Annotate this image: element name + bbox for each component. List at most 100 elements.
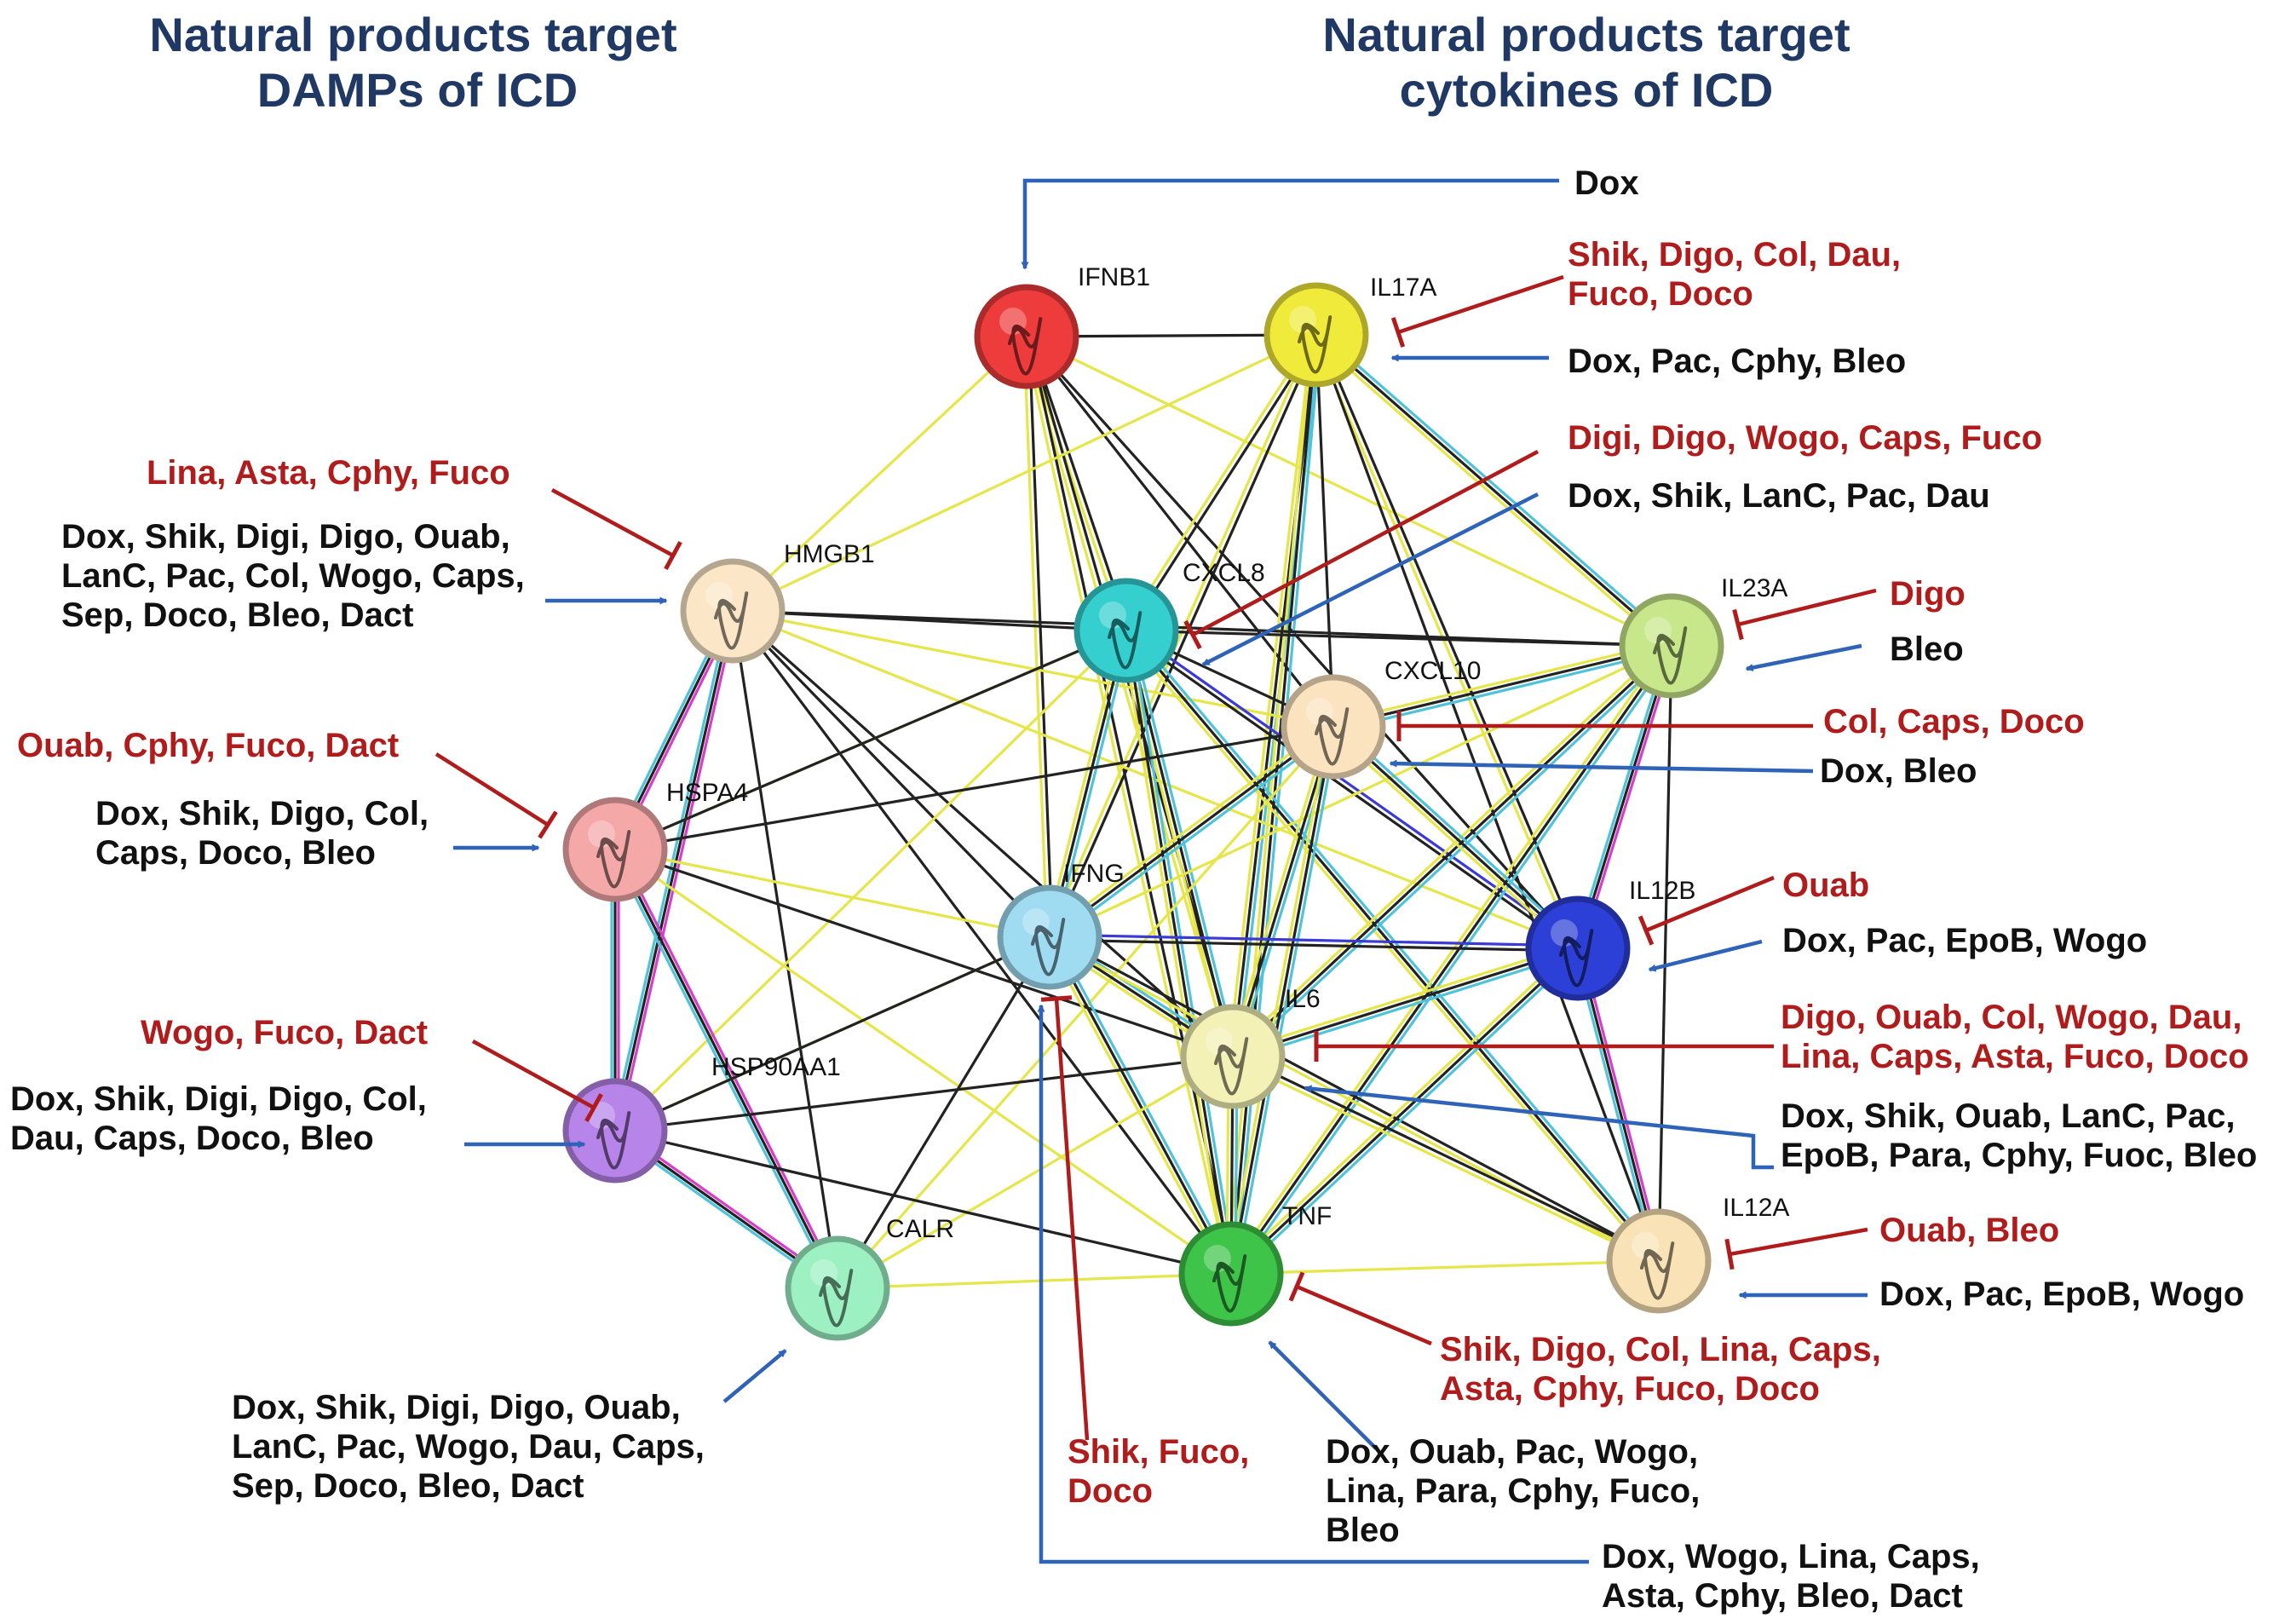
node-label-hspa4: HSPA4 (666, 779, 748, 807)
activator-list-line: Dau, Caps, Doco, Bleo (10, 1120, 374, 1157)
protein-structure-icon (596, 830, 631, 889)
hsp90aa1-inhibit-bar (471, 1039, 603, 1122)
node-label-hsp90aa1: HSP90AA1 (711, 1053, 841, 1081)
node-il12b[interactable]: IL12B (1525, 877, 1695, 1001)
cxcl10-inhibit-bar (1396, 711, 1813, 741)
node-circle-tnf[interactable] (1178, 1221, 1284, 1327)
edge-il17a-ifng (1045, 332, 1321, 940)
activator-list-line: Dox, Shik, Digi, Digo, Ouab, (232, 1389, 681, 1426)
node-circle-hmgb1[interactable] (680, 558, 786, 664)
tnf-activate-arrow (1268, 1340, 1378, 1450)
node-label-hmgb1: HMGB1 (784, 540, 875, 568)
inhibitor-list-line: Digi, Digo, Wogo, Caps, Fuco (1568, 419, 2042, 457)
protein-structure-icon (1008, 317, 1043, 376)
edge-cxcl8-ifng (1044, 628, 1132, 940)
node-cxcl8[interactable]: CXCL8 (1073, 559, 1265, 683)
il23a-inhibit-bar (1732, 588, 1877, 641)
drug-connectors (435, 178, 1877, 1564)
node-calr[interactable]: CALR (785, 1215, 954, 1341)
activator-list-line: Dox, Shik, LanC, Pac, Dau (1568, 477, 1990, 515)
edge-il17a-cxcl8 (1122, 331, 1321, 634)
edge-il12b-il12a (1573, 946, 1664, 1264)
node-il23a[interactable]: IL23A (1619, 574, 1787, 699)
node-label-il12b: IL12B (1629, 877, 1695, 905)
node-ifnb1[interactable]: IFNB1 (974, 263, 1150, 389)
drug-group-il6: Digo, Ouab, Col, Wogo, Dau,Lina, Caps, A… (1781, 999, 2257, 1174)
ifng-inhibit-bar (1040, 995, 1090, 1441)
inhibitor-list-line: Lina, Caps, Asta, Fuco, Doco (1781, 1038, 2249, 1075)
edge-hmgb1-ifng (731, 609, 1051, 939)
node-circle-il6[interactable] (1180, 1004, 1286, 1109)
node-tnf[interactable]: TNF (1178, 1202, 1332, 1327)
node-circle-ifng[interactable] (997, 884, 1102, 990)
node-label-cxcl10: CXCL10 (1384, 657, 1481, 685)
inhibitor-list-line: Asta, Cphy, Fuco, Doco (1440, 1370, 1820, 1408)
hspa4-inhibit-bar (435, 752, 558, 839)
edge-ifnb1-il12b (1025, 335, 1580, 950)
edge-il6-calr (836, 1055, 1235, 1290)
node-hsp90aa1[interactable]: HSP90AA1 (562, 1053, 841, 1183)
edge-ifng-calr (836, 936, 1051, 1290)
protein-structure-icon (1212, 1254, 1247, 1313)
node-circle-ifnb1[interactable] (974, 284, 1079, 389)
node-circle-il12b[interactable] (1525, 896, 1631, 1001)
edge-cxcl10-ifng (1045, 722, 1338, 942)
edge-hmgb1-calr (731, 609, 839, 1290)
activator-list-line: Dox, Shik, Digi, Digo, Ouab, (61, 518, 510, 556)
edge-il6-il12a (1230, 1052, 1661, 1265)
network-edges (610, 330, 1677, 1293)
node-circle-hspa4[interactable] (562, 797, 668, 902)
edge-hmgb1-tnf (731, 609, 1233, 1276)
protein-structure-icon (596, 1111, 631, 1170)
activator-list-line: Dox, Pac, Cphy, Bleo (1568, 343, 1906, 380)
node-circle-cxcl10[interactable] (1281, 674, 1386, 780)
node-circle-il17a[interactable] (1263, 282, 1369, 388)
node-circle-hsp90aa1[interactable] (562, 1078, 668, 1183)
node-hspa4[interactable]: HSPA4 (562, 779, 748, 902)
protein-structure-icon (1214, 1037, 1249, 1096)
edge-il17a-il12a (1315, 333, 1661, 1263)
cxcl10-activate-arrow (1389, 759, 1814, 774)
title-right: Natural products target cytokines of ICD (1322, 8, 1850, 117)
il6-inhibit-bar (1314, 1031, 1774, 1062)
edge-cxcl8-hsp90aa1 (613, 629, 1128, 1132)
node-il17a[interactable]: IL17A (1263, 274, 1436, 388)
node-label-il6: IL6 (1285, 985, 1321, 1013)
il17a-inhibit-bar (1390, 274, 1564, 348)
edge-il12b-tnf (1226, 943, 1583, 1279)
node-circle-il23a[interactable] (1619, 593, 1724, 699)
node-cxcl10[interactable]: CXCL10 (1281, 657, 1481, 780)
inhibitor-list-line: Doco (1068, 1472, 1153, 1510)
edge-il17a-il23a (1312, 330, 1676, 651)
node-circle-cxcl8[interactable] (1073, 578, 1179, 683)
activator-list-line: Caps, Doco, Bleo (95, 834, 376, 872)
node-label-calr: CALR (886, 1215, 954, 1243)
node-circle-calr[interactable] (785, 1235, 890, 1341)
edge-il6-hsp90aa1 (613, 1055, 1235, 1132)
inhibitor-list-line: Digo, Ouab, Col, Wogo, Dau, (1781, 999, 2242, 1036)
edge-il23a-il12b (1573, 643, 1677, 951)
node-il12a[interactable]: IL12A (1606, 1194, 1789, 1314)
inhibitor-list-line: Shik, Digo, Col, Lina, Caps, (1440, 1331, 1881, 1368)
node-hmgb1[interactable]: HMGB1 (680, 540, 875, 664)
edge-il23a-il6 (1228, 641, 1677, 1062)
node-circle-il12a[interactable] (1606, 1208, 1712, 1314)
node-il6[interactable]: IL6 (1180, 985, 1321, 1109)
node-ifng[interactable]: IFNG (997, 860, 1125, 990)
protein-structure-icon (1031, 918, 1066, 976)
protein-structure-icon (1653, 626, 1688, 685)
activator-list-line: Lina, Para, Cphy, Fuco, (1326, 1472, 1700, 1510)
activator-list-line: Dox, Wogo, Lina, Caps, (1602, 1538, 1980, 1575)
edge-il12b-il6 (1229, 942, 1581, 1063)
edge-calr-tnf (836, 1272, 1233, 1290)
edge-il23a-il12a (1657, 644, 1673, 1263)
edge-hspa4-tnf (613, 848, 1233, 1276)
activator-list-line: LanC, Pac, Col, Wogo, Caps, (61, 557, 525, 595)
